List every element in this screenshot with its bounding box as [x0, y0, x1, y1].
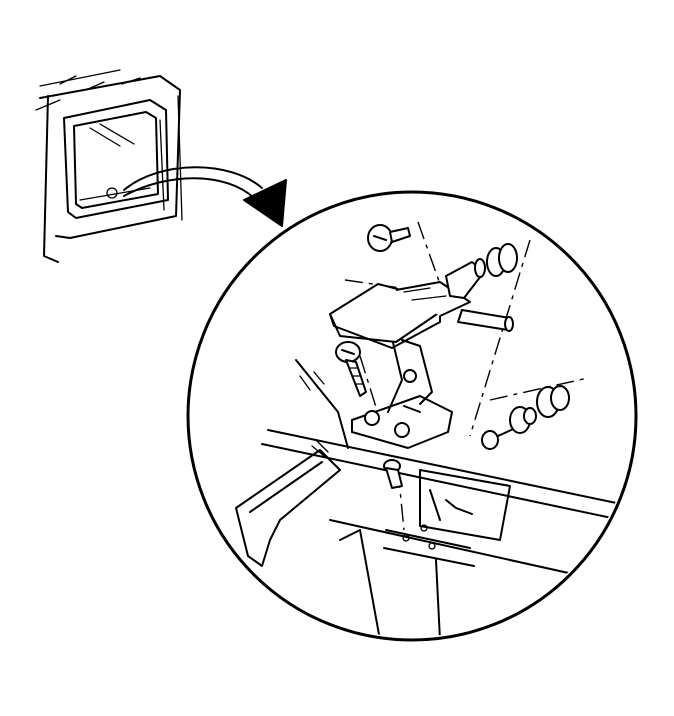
stud-with-grommets	[445, 243, 518, 332]
callout-arrow	[123, 166, 287, 227]
mounting-screw	[367, 224, 411, 252]
latch-base-bracket	[351, 329, 453, 449]
body-panel-receptacle	[261, 429, 633, 637]
window-inset-view	[35, 69, 183, 263]
detail-circle	[186, 190, 638, 642]
window-frame-molding	[235, 359, 349, 567]
retaining-screw	[335, 341, 367, 397]
latch-handle	[329, 281, 471, 349]
lower-fastener	[383, 459, 403, 489]
grommet-stack	[481, 385, 570, 450]
